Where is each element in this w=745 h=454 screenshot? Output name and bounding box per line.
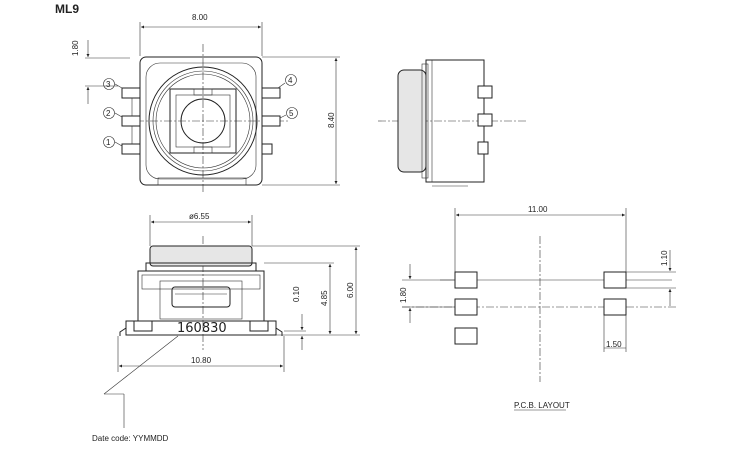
pin-4-marker: [285, 74, 297, 86]
total-height-dim: 6.00: [346, 282, 355, 298]
pin-2-marker: [103, 107, 115, 119]
pin-3-label: 3: [106, 80, 111, 89]
pin-5-marker: [286, 107, 298, 119]
pcb-width-dim: 11.00: [528, 205, 548, 214]
pin-2-label: 2: [106, 109, 111, 118]
pcb-caption: P.C.B. LAYOUT: [514, 401, 570, 410]
front-view: ø6.55 160830 10.80 6.00 4.85 0.10: [92, 212, 360, 443]
top-offset-dim: 1.80: [71, 40, 80, 56]
body-height-dim: 4.85: [320, 290, 329, 306]
model-title: ML9: [55, 2, 79, 16]
date-code-marking: 160830: [177, 321, 227, 336]
pcb-pad: [454, 271, 478, 289]
pcb-pitch-dim: 1.80: [399, 287, 408, 303]
front-width-dim: 10.80: [191, 356, 212, 365]
side-view: [378, 59, 528, 187]
pin-1-marker: [103, 136, 115, 148]
gap-dim: 0.10: [292, 286, 301, 302]
pcb-layout: 11.00 1.80 1.10 1.50 P.C.B. LAYOUT: [399, 205, 676, 411]
pin-5-label: 5: [289, 109, 294, 118]
top-height-dim: 8.40: [327, 112, 336, 128]
pcb-pad-width-dim: 1.50: [606, 340, 622, 349]
date-code-note: Date code: YYMMDD: [92, 434, 169, 443]
pin-3-marker: [103, 78, 115, 90]
pin-1-label: 1: [106, 138, 111, 147]
pin-4-label: 4: [288, 76, 293, 85]
pcb-pad: [454, 298, 478, 316]
pcb-pad: [603, 271, 627, 289]
pcb-pad-height-dim: 1.10: [660, 250, 669, 266]
actuator-dim: ø6.55: [189, 212, 210, 221]
top-view: 8.00 1.80 8.40: [71, 13, 340, 192]
pcb-pad: [454, 327, 478, 345]
top-width-dim: 8.00: [192, 13, 208, 22]
pcb-pad: [603, 298, 627, 316]
